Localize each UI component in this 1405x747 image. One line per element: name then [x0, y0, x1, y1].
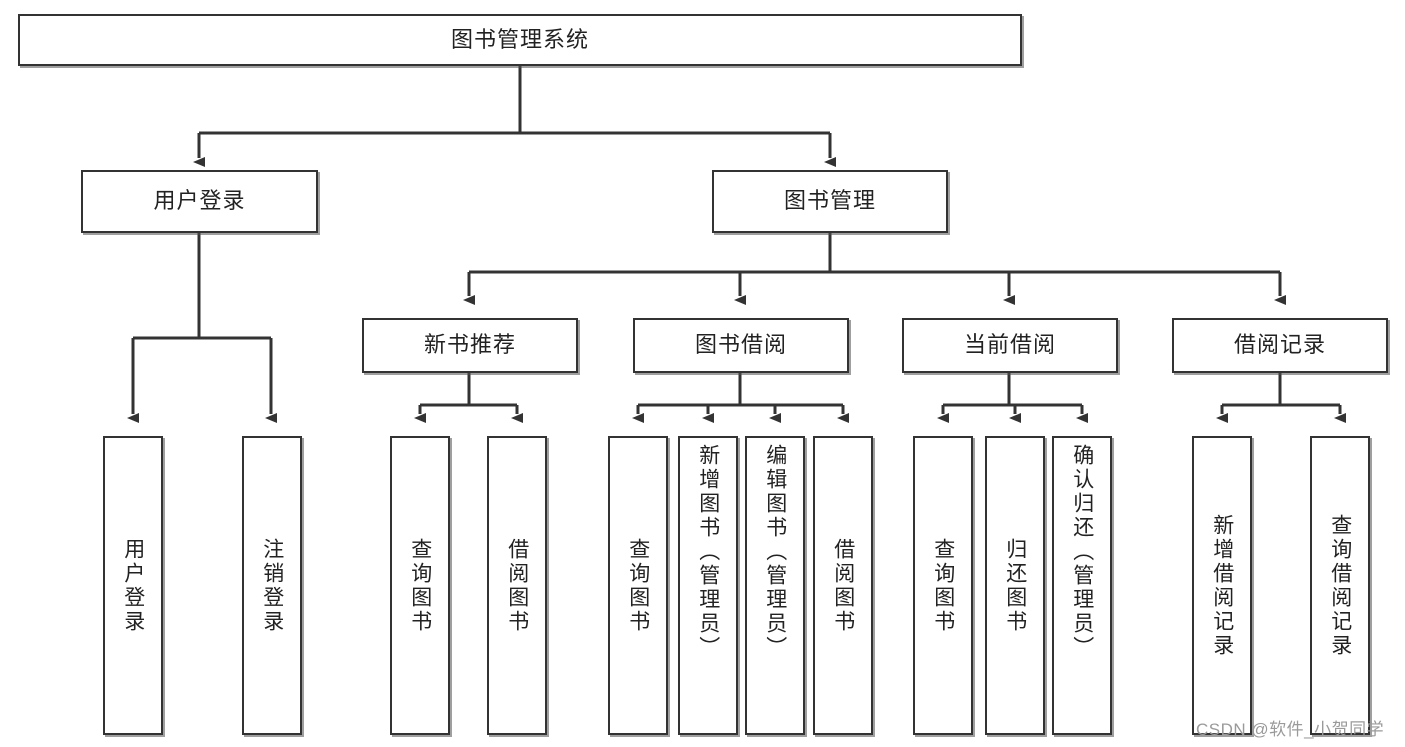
- leaf-return-book[interactable]: 归还图书: [985, 436, 1045, 735]
- leaf-edit-book-admin[interactable]: 编辑图书（管理员）: [745, 436, 805, 735]
- node-user-login-label: 用户登录: [153, 188, 246, 214]
- leaf-return-book-label: 归还图书: [1003, 537, 1027, 634]
- leaf-borrow-book[interactable]: 借阅图书: [813, 436, 873, 735]
- leaf-query-book-borrow[interactable]: 查询图书: [608, 436, 668, 735]
- node-borrow-record-label: 借阅记录: [1233, 332, 1326, 358]
- watermark: CSDN @软件_小贺同学: [1196, 720, 1385, 739]
- leaf-add-borrow-record[interactable]: 新增借阅记录: [1192, 436, 1252, 735]
- leaf-query-book-current-label: 查询图书: [931, 537, 955, 634]
- node-current-borrow-label: 当前借阅: [963, 332, 1056, 358]
- leaf-query-borrow-record[interactable]: 查询借阅记录: [1310, 436, 1370, 735]
- node-book-borrow[interactable]: 图书借阅: [633, 318, 849, 373]
- leaf-query-book-borrow-label: 查询图书: [626, 537, 650, 634]
- leaf-add-book-admin[interactable]: 新增图书（管理员）: [678, 436, 738, 735]
- leaf-borrow-book-recommend[interactable]: 借阅图书: [487, 436, 547, 735]
- leaf-edit-book-admin-label: 编辑图书（管理员）: [763, 444, 787, 660]
- node-book-borrow-label: 图书借阅: [694, 332, 787, 358]
- leaf-query-borrow-record-label: 查询借阅记录: [1328, 513, 1352, 658]
- node-user-login[interactable]: 用户登录: [81, 170, 318, 233]
- node-root[interactable]: 图书管理系统: [18, 14, 1022, 66]
- leaf-user-login[interactable]: 用户登录: [103, 436, 163, 735]
- leaf-confirm-return-admin-label: 确认归还（管理员）: [1070, 444, 1094, 660]
- leaf-query-book-recommend-label: 查询图书: [408, 537, 432, 634]
- leaf-add-borrow-record-label: 新增借阅记录: [1210, 513, 1234, 658]
- leaf-confirm-return-admin[interactable]: 确认归还（管理员）: [1052, 436, 1112, 735]
- leaf-borrow-book-label: 借阅图书: [831, 537, 855, 634]
- node-book-management[interactable]: 图书管理: [712, 170, 948, 233]
- node-new-book-recommend[interactable]: 新书推荐: [362, 318, 578, 373]
- leaf-logout-label: 注销登录: [260, 537, 284, 634]
- node-current-borrow[interactable]: 当前借阅: [902, 318, 1118, 373]
- leaf-logout[interactable]: 注销登录: [242, 436, 302, 735]
- leaf-query-book-current[interactable]: 查询图书: [913, 436, 973, 735]
- node-root-label: 图书管理系统: [450, 26, 589, 52]
- leaf-add-book-admin-label: 新增图书（管理员）: [696, 444, 720, 660]
- node-book-management-label: 图书管理: [783, 188, 876, 214]
- node-borrow-record[interactable]: 借阅记录: [1172, 318, 1388, 373]
- node-new-book-recommend-label: 新书推荐: [423, 332, 516, 358]
- leaf-query-book-recommend[interactable]: 查询图书: [390, 436, 450, 735]
- leaf-borrow-book-recommend-label: 借阅图书: [505, 537, 529, 634]
- leaf-user-login-label: 用户登录: [121, 537, 145, 634]
